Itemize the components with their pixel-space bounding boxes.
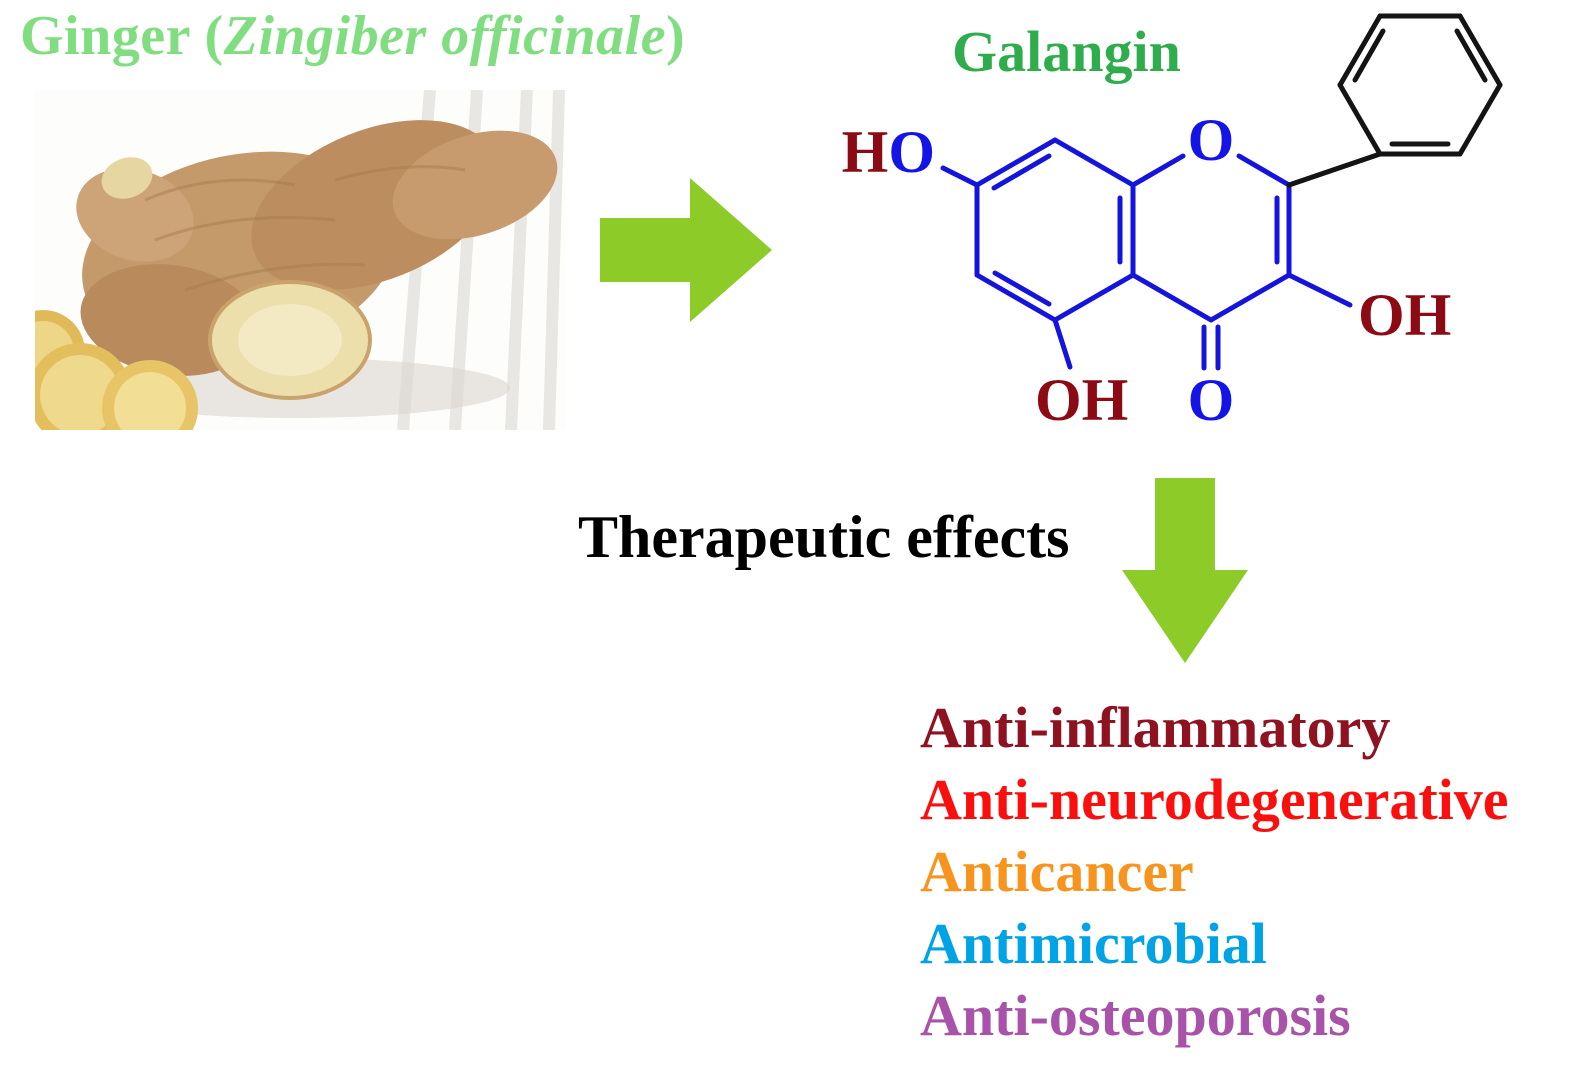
- atom-ho7-o: O: [888, 119, 935, 185]
- atom-label-o1: O: [1188, 107, 1235, 173]
- effect-anti-osteoporosis: Anti-osteoporosis: [920, 983, 1351, 1048]
- galangin-title: Galangin: [952, 19, 1181, 84]
- effect-antimicrobial: Antimicrobial: [920, 911, 1267, 976]
- atom-ho7-h: H: [842, 119, 889, 185]
- ginger-rhizome: [76, 120, 558, 400]
- arrow-down: [1122, 478, 1248, 668]
- effects-list: Anti-inflammatory Anti-neurodegenerative…: [920, 692, 1509, 1052]
- effect-anti-inflammatory: Anti-inflammatory: [920, 695, 1391, 760]
- effect-anti-neurodegenerative: Anti-neurodegenerative: [920, 767, 1509, 832]
- atom-label-o4: O: [1188, 367, 1235, 433]
- chromone-bonds: [940, 137, 1353, 371]
- ginger-title-species: Zingiber officinale: [223, 5, 667, 67]
- arrow-down-icon: [1122, 478, 1248, 663]
- atom-label-ho7: HO: [842, 119, 935, 185]
- ginger-title-prefix: Ginger (: [20, 5, 224, 67]
- atom-label-oh5: OH: [1035, 367, 1128, 433]
- galangin-structure-drawing: HO O OH O OH: [842, 13, 1503, 433]
- effect-anticancer: Anticancer: [920, 839, 1194, 904]
- ginger-title-suffix: ): [666, 5, 686, 67]
- arrow-right: [600, 178, 772, 327]
- atom-label-oh3: OH: [1358, 282, 1451, 348]
- therapeutic-effects-label: Therapeutic effects: [578, 504, 1070, 570]
- phenyl-bonds: [1286, 13, 1503, 188]
- galangin-structure: HO O OH O OH: [830, 0, 1550, 465]
- arrow-right-icon: [600, 178, 772, 322]
- ginger-photo: [1, 89, 565, 456]
- ginger-photo-art: [1, 89, 565, 456]
- ginger-title: Ginger (Zingiber officinale): [20, 4, 685, 68]
